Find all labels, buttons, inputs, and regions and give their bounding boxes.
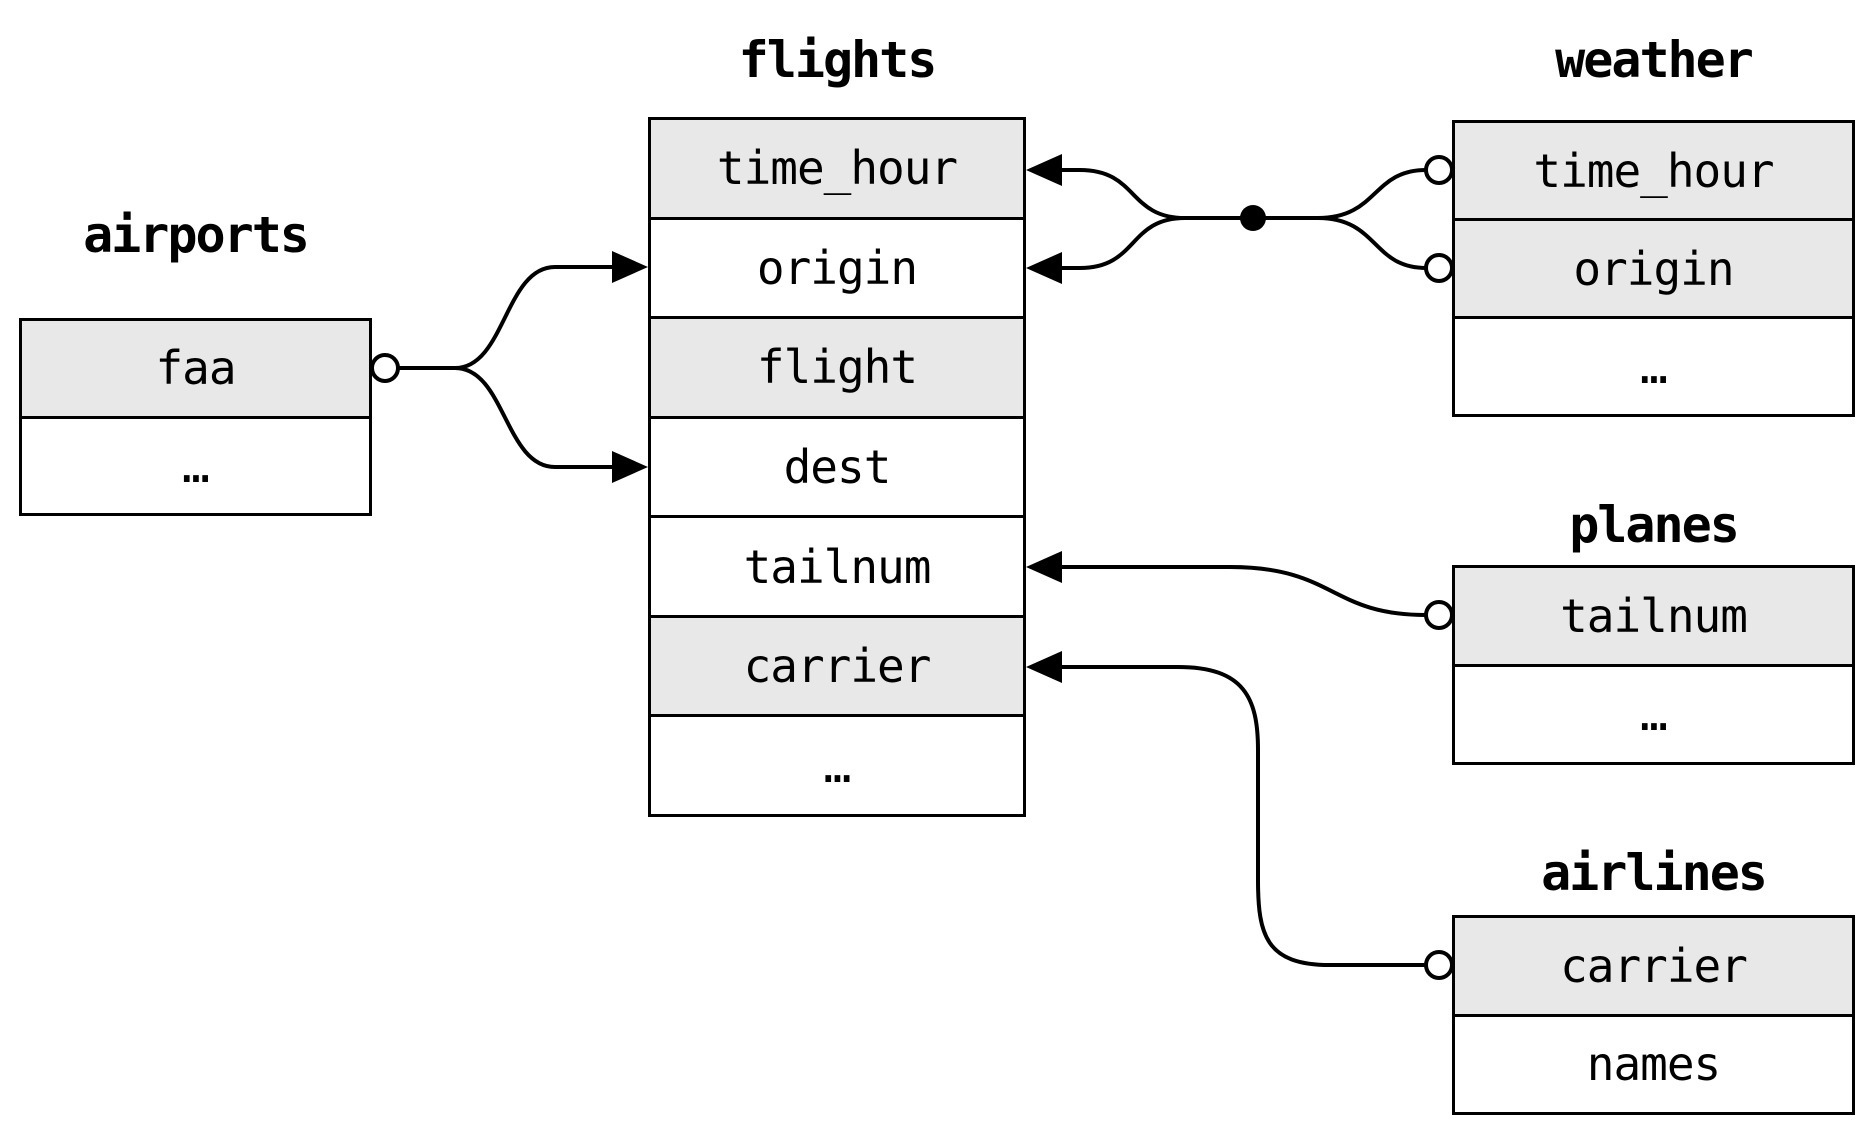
airports-row-ellipsis: … [22, 418, 369, 513]
flights-row-flight: flight [651, 319, 1023, 419]
airlines-row-names: names [1455, 1016, 1852, 1112]
connector-junction-to-flights-time_hour [1060, 168, 1255, 220]
connector-airports-faa-to-flights-dest [453, 366, 616, 469]
planes-title: planes [1569, 496, 1740, 554]
arrowhead-flights-time_hour-right [1026, 154, 1062, 186]
flights-row-tailnum: tailnum [651, 518, 1023, 618]
planes-row-ellipsis: … [1455, 666, 1852, 762]
table-flights: time_hour origin flight dest tailnum car… [648, 117, 1026, 817]
key-ring-weather-origin [1424, 253, 1454, 283]
connector-weather-origin-to-junction [1316, 216, 1428, 270]
key-ring-weather-time_hour [1424, 155, 1454, 185]
flights-row-ellipsis: … [651, 717, 1023, 815]
arrowhead-flights-dest-left [612, 451, 648, 483]
table-planes: tailnum … [1452, 565, 1855, 765]
airlines-row-carrier: carrier [1455, 918, 1852, 1017]
arrowhead-flights-origin-right [1026, 252, 1062, 284]
airports-title: airports [83, 206, 310, 264]
table-airlines: carrier names [1452, 915, 1855, 1115]
planes-row-tailnum: tailnum [1455, 568, 1852, 667]
flights-title: flights [738, 31, 938, 89]
key-ring-planes-tailnum [1424, 600, 1454, 630]
key-ring-airports-faa [370, 353, 400, 383]
arrowhead-flights-tailnum-right [1026, 551, 1062, 583]
connector-airports-faa-to-flights-origin [396, 265, 616, 370]
airports-row-faa: faa [22, 321, 369, 419]
arrowhead-flights-carrier-right [1026, 651, 1062, 683]
weather-row-ellipsis: … [1455, 319, 1852, 414]
arrowhead-flights-origin-left [612, 251, 648, 283]
junction-dot [1240, 205, 1266, 231]
flights-row-carrier: carrier [651, 617, 1023, 718]
flights-row-dest: dest [651, 418, 1023, 519]
flights-row-origin: origin [651, 219, 1023, 320]
table-weather: time_hour origin … [1452, 120, 1855, 417]
weather-row-time_hour: time_hour [1455, 123, 1852, 221]
weather-title: weather [1555, 31, 1754, 89]
table-airports: faa … [19, 318, 372, 516]
connector-planes-tailnum-to-flights-tailnum [1060, 565, 1428, 617]
connector-airlines-carrier-to-flights-carrier [1060, 665, 1428, 967]
flights-row-time_hour: time_hour [651, 120, 1023, 220]
connector-weather-time_hour-to-junction [1251, 168, 1428, 220]
weather-row-origin: origin [1455, 221, 1852, 319]
connector-junction-to-flights-origin [1060, 216, 1187, 270]
airlines-title: airlines [1541, 844, 1768, 902]
key-ring-airlines-carrier [1424, 950, 1454, 980]
